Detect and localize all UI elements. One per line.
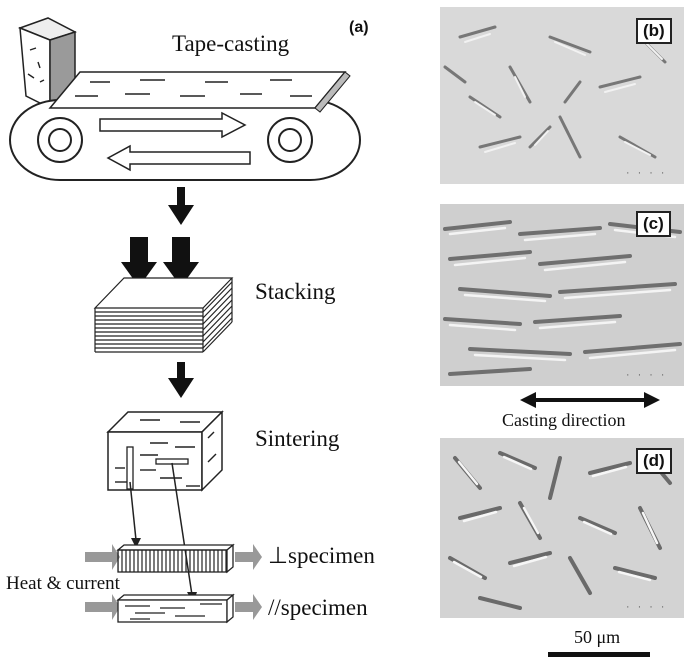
heat-current-label: Heat & current xyxy=(6,573,120,594)
parallel-specimen-label: //specimen xyxy=(268,595,368,620)
perpendicular-specimen-label: ⊥specimen xyxy=(268,543,375,568)
parallel-specimen xyxy=(85,593,262,624)
conveyor-belt xyxy=(9,71,361,181)
panel-label-a: (a) xyxy=(349,19,369,36)
scale-bar-label: 50 μm xyxy=(574,627,621,647)
sintering-label: Sintering xyxy=(255,426,340,451)
casting-direction-label: Casting direction xyxy=(502,410,626,430)
panel-label-d: (d) xyxy=(636,448,672,474)
scale-bar xyxy=(548,652,650,657)
perpendicular-specimen xyxy=(85,543,262,574)
sintered-block xyxy=(106,410,224,603)
casting-direction-arrow-icon xyxy=(520,392,660,408)
stacked-tapes xyxy=(93,237,234,353)
arrow-down-icon xyxy=(168,362,194,398)
tape-casting-label: Tape-casting xyxy=(172,31,290,56)
micrograph-d: · · · · xyxy=(440,438,684,618)
stacking-label: Stacking xyxy=(255,279,336,304)
panel-label-c: (c) xyxy=(636,211,671,237)
arrow-down-icon xyxy=(168,187,194,225)
panel-label-b: (b) xyxy=(636,18,672,44)
process-schematic xyxy=(9,17,361,624)
